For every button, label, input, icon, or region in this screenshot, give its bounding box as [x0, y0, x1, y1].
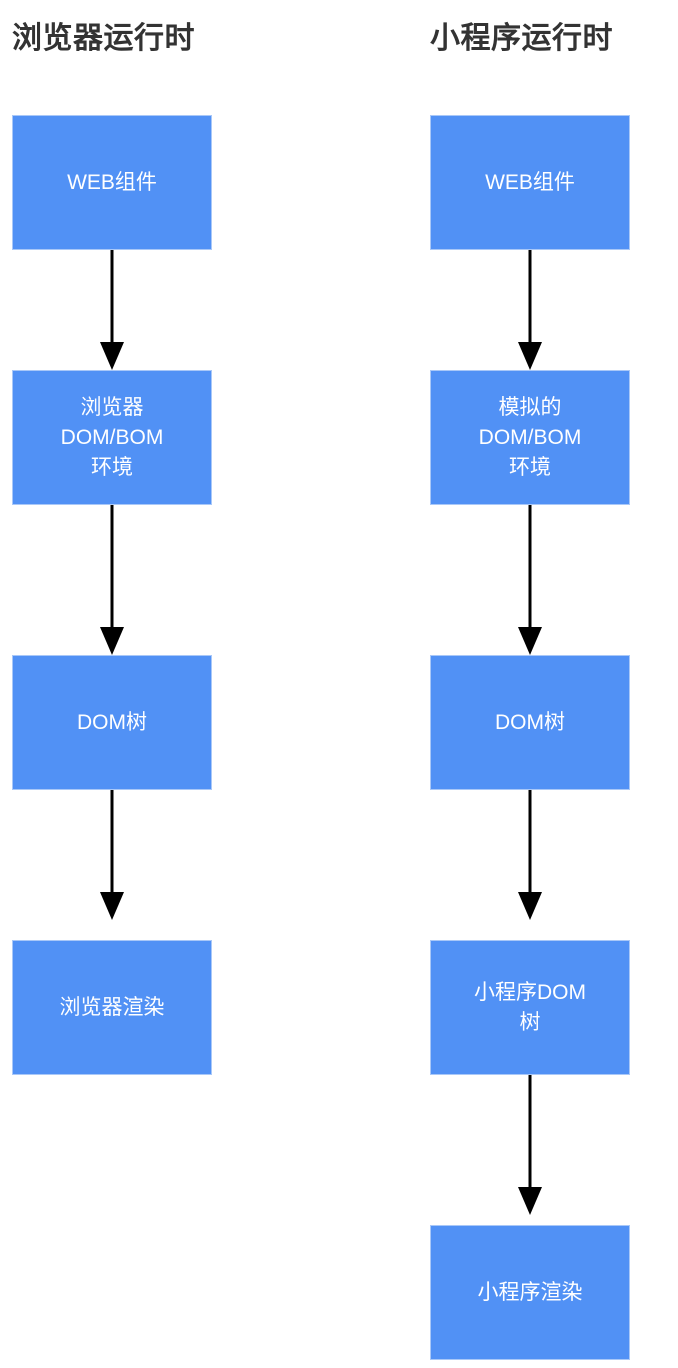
arrow-down-icon	[100, 505, 124, 655]
arrow-down-icon	[518, 1075, 542, 1215]
node-miniprogram-render: 小程序渲染	[430, 1225, 630, 1360]
connector-browser-dom-bom-env-to-dom-tree	[12, 505, 212, 655]
column-title-miniprogram-runtime: 小程序运行时	[430, 22, 613, 55]
arrow-down-icon	[518, 505, 542, 655]
connector-simulated-dom-bom-env-to-dom-tree-mp	[430, 505, 630, 655]
arrow-down-icon	[100, 250, 124, 370]
node-browser-render: 浏览器渲染	[12, 940, 212, 1075]
node-browser-dom-bom-env: 浏览器 DOM/BOM 环境	[12, 370, 212, 505]
column-browser-runtime: 浏览器运行时 WEB组件 浏览器 DOM/BOM 环境	[12, 0, 272, 1368]
column-miniprogram-runtime: 小程序运行时 WEB组件 模拟的 DOM/BOM 环境	[430, 0, 678, 1368]
node-label: WEB组件	[485, 170, 575, 194]
node-simulated-dom-bom-env: 模拟的 DOM/BOM 环境	[430, 370, 630, 505]
node-label: 浏览器渲染	[59, 995, 165, 1019]
node-label: 小程序渲染	[477, 1280, 583, 1304]
flow-browser-runtime: WEB组件 浏览器 DOM/BOM 环境 DOM树	[12, 115, 212, 1075]
node-dom-tree-mp: DOM树	[430, 655, 630, 790]
node-label: 模拟的 DOM/BOM 环境	[478, 395, 582, 479]
arrow-down-icon	[518, 250, 542, 370]
node-miniprogram-dom-tree: 小程序DOM 树	[430, 940, 630, 1075]
connector-web-component-mp-to-simulated-dom-bom-env	[430, 250, 630, 370]
connector-web-component-to-browser-dom-bom-env	[12, 250, 212, 370]
column-title-browser-runtime: 浏览器运行时	[12, 22, 195, 55]
node-dom-tree: DOM树	[12, 655, 212, 790]
node-web-component-mp: WEB组件	[430, 115, 630, 250]
connector-dom-tree-to-browser-render	[12, 790, 212, 940]
node-label: WEB组件	[67, 170, 157, 194]
node-web-component: WEB组件	[12, 115, 212, 250]
node-label: 小程序DOM 树	[474, 980, 586, 1034]
arrow-down-icon	[518, 790, 542, 920]
connector-dom-tree-mp-to-miniprogram-dom-tree	[430, 790, 630, 940]
arrow-down-icon	[100, 790, 124, 920]
connector-miniprogram-dom-tree-to-miniprogram-render	[430, 1075, 630, 1225]
flow-miniprogram-runtime: WEB组件 模拟的 DOM/BOM 环境 DOM树	[430, 115, 630, 1360]
node-label: DOM树	[495, 710, 565, 734]
node-label: DOM树	[77, 710, 147, 734]
node-label: 浏览器 DOM/BOM 环境	[60, 395, 164, 479]
